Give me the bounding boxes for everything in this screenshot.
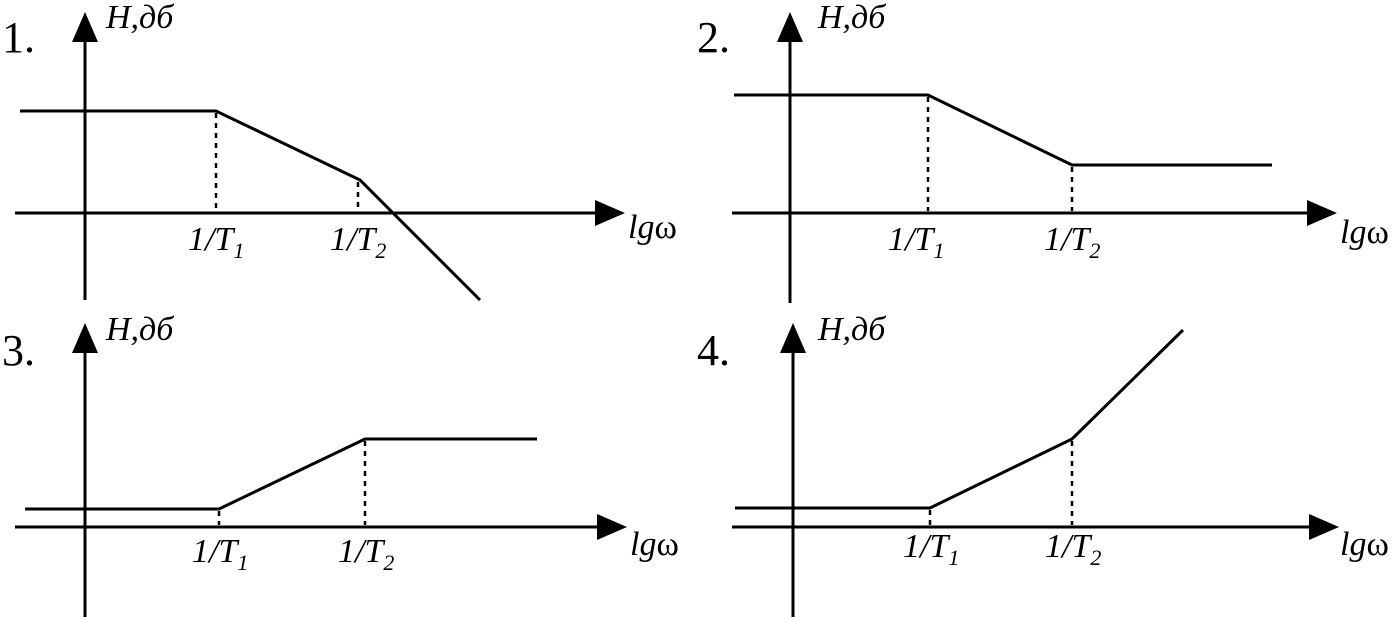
- x-axis-arrow: [595, 200, 625, 226]
- y-axis-arrow: [780, 323, 806, 353]
- breakpoint-1-label: 1/T1: [888, 221, 944, 263]
- panel-4: 4. H,дб lgω 1/T1 1/T2: [697, 311, 1389, 617]
- panel-2: 2. H,дб lgω 1/T1 1/T2: [697, 0, 1389, 303]
- y-axis-label: H,дб: [105, 311, 175, 348]
- panel-number: 2.: [697, 13, 730, 62]
- panel-3: 3. H,дб lgω 1/T1 1/T2: [2, 311, 679, 617]
- x-axis-arrow: [1309, 514, 1339, 540]
- y-axis-label: H,дб: [817, 311, 887, 348]
- panel-1: 1. H,дб lgω 1/T1 1/T2: [2, 0, 677, 302]
- x-axis-label-lg: lg: [628, 209, 654, 246]
- breakpoint-2-label: 1/T2: [330, 221, 386, 263]
- y-axis-arrow: [72, 12, 98, 42]
- breakpoint-2-label: 1/T2: [1045, 528, 1101, 570]
- y-axis-label: H,дб: [105, 0, 175, 36]
- breakpoint-2-label: 1/T2: [338, 533, 394, 575]
- response-curve: [734, 93, 1272, 167]
- y-axis-arrow: [777, 12, 803, 42]
- x-axis-arrow: [597, 514, 627, 540]
- x-axis-label: lgω: [628, 209, 677, 246]
- y-axis-arrow: [72, 323, 98, 353]
- response-curve: [735, 328, 1185, 510]
- panel-number: 3.: [2, 326, 35, 375]
- x-axis-arrow: [1307, 200, 1337, 226]
- y-axis-label: H,дб: [817, 0, 887, 36]
- x-axis-label: lgω: [1340, 214, 1389, 251]
- x-axis-label: lgω: [1340, 526, 1389, 563]
- breakpoint-1-label: 1/T1: [188, 221, 244, 263]
- breakpoint-1-label: 1/T1: [192, 533, 248, 575]
- panel-number: 1.: [2, 13, 35, 62]
- x-axis-label-lg: lg: [630, 526, 656, 563]
- x-axis-label-omega: ω: [1366, 214, 1388, 251]
- x-axis-label: lgω: [630, 526, 679, 563]
- response-curve: [25, 437, 537, 511]
- breakpoint-2-label: 1/T2: [1044, 221, 1100, 263]
- x-axis-label-lg: lg: [1340, 526, 1366, 563]
- response-curve: [20, 109, 482, 302]
- x-axis-label-omega: ω: [1366, 526, 1388, 563]
- breakpoint-1-label: 1/T1: [903, 528, 959, 570]
- panel-number: 4.: [697, 326, 730, 375]
- x-axis-label-lg: lg: [1340, 214, 1366, 251]
- x-axis-label-omega: ω: [656, 526, 678, 563]
- x-axis-label-omega: ω: [654, 209, 676, 246]
